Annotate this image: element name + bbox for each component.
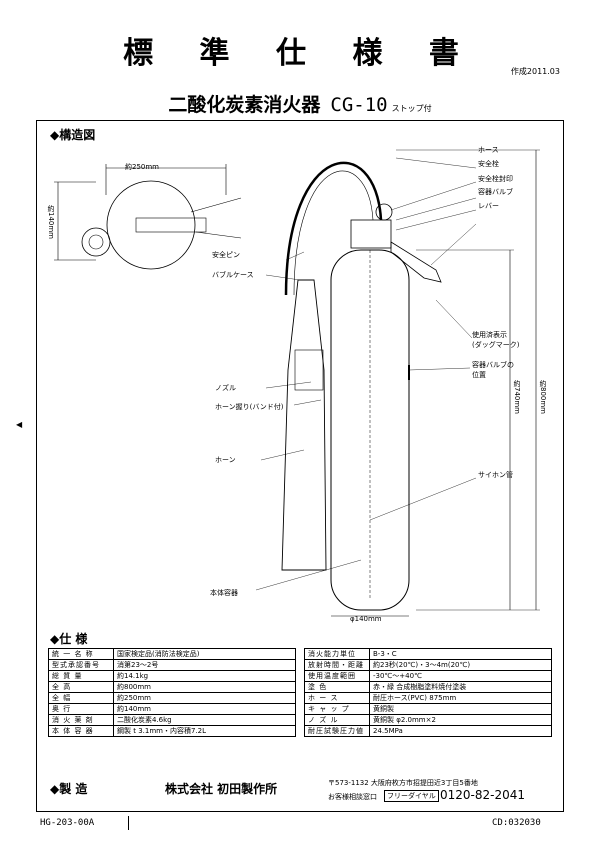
- doc-number: HG-203-00A: [40, 818, 95, 828]
- label-nozzle: ノズル: [215, 384, 236, 392]
- table-row: 型式承認番号消第23～2号: [48, 659, 296, 671]
- phone-number: 0120-82-2041: [440, 788, 526, 802]
- spec-heading: ◆仕 様: [50, 632, 88, 646]
- created-date: 作成2011.03: [510, 67, 560, 76]
- cd-number: CD:032030: [492, 818, 541, 828]
- page-title: 標 準 仕 様 書: [123, 36, 477, 71]
- product-name: 二酸化炭素消火器: [168, 94, 321, 116]
- structure-diagram: [54, 149, 540, 617]
- table-row: 本 体 容 器鋼製 t 3.1mm・内容積7.2L: [48, 725, 296, 737]
- table-row: 統 一 名 称国家検定品(消防法検定品): [48, 648, 296, 660]
- label-horn: ホーン: [215, 456, 236, 464]
- label-safety-seal: 安全栓封印: [478, 175, 513, 183]
- label-hose: ホース: [478, 146, 499, 154]
- label-valve-location: 容器バルブの 位置: [472, 361, 514, 379]
- company-name: 株式会社 初田製作所: [165, 782, 278, 796]
- contact-label: お客様相談窓口: [328, 793, 377, 801]
- structure-heading: ◆構造図: [50, 128, 96, 142]
- table-row: 全 幅約250mm: [48, 692, 296, 704]
- label-safety-pin: 安全ピン: [212, 251, 240, 259]
- table-row: 全 高約800mm: [48, 681, 296, 693]
- table-row: 塗 色赤・緑 合成樹脂塗料焼付塗装: [304, 681, 552, 693]
- table-row: 使用温度範囲-30℃～+40℃: [304, 670, 552, 682]
- label-horn-grip: ホーン握り(バンド付): [215, 403, 284, 411]
- label-siphon: サイホン管: [478, 471, 513, 479]
- table-row: 奥 行約140mm: [48, 703, 296, 715]
- table-row: 消 火 薬 剤二酸化炭素4.6kg: [48, 714, 296, 726]
- label-bubble-case: バブルケース: [212, 271, 254, 279]
- side-marker-icon: ◀: [16, 420, 23, 429]
- label-safety-plug: 安全栓: [478, 160, 499, 168]
- maker-heading: ◆製 造: [50, 782, 88, 796]
- table-row: ノ ズ ル黄銅製 φ2.0mm×2: [304, 714, 552, 726]
- label-usage-mark: 使用済表示 (ダッグマーク): [472, 331, 520, 349]
- label-lever: レバー: [478, 202, 499, 210]
- spec-table-left: 統 一 名 称国家検定品(消防法検定品) 型式承認番号消第23～2号 総 質 量…: [48, 648, 296, 737]
- free-dial-icon: フリーダイヤル: [384, 790, 439, 802]
- table-row: 放射時間・距離約23秒(20℃)・3～4m(20℃): [304, 659, 552, 671]
- table-row: キ ャ ッ プ黄銅製: [304, 703, 552, 715]
- table-row: ホ ー ス耐圧ホース(PVC) 875mm: [304, 692, 552, 704]
- table-row: 総 質 量約14.1kg: [48, 670, 296, 682]
- spec-frame: [36, 120, 564, 812]
- dim-height: 約140mm: [47, 205, 55, 239]
- dim-diameter: φ140mm: [350, 615, 382, 623]
- dim-width: 約250mm: [125, 163, 159, 171]
- product-suffix: ストップ付: [391, 104, 432, 113]
- label-container: 本体容器: [210, 589, 238, 597]
- company-address: 〒573-1132 大阪府枚方市招提田近3丁目5番地: [328, 779, 478, 787]
- dim-740: 約740mm: [513, 380, 521, 414]
- label-valve: 容器バルブ: [478, 188, 513, 196]
- footer-divider: [128, 816, 129, 830]
- dim-800: 約800mm: [539, 380, 547, 414]
- product-model: CG-10: [330, 94, 388, 116]
